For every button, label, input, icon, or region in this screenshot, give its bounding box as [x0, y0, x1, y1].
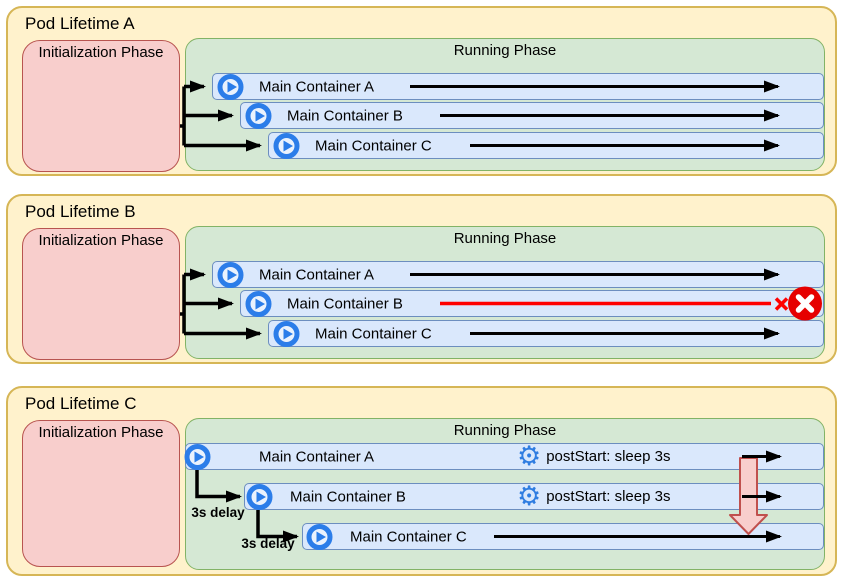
play-icon — [217, 261, 244, 288]
play-icon — [245, 102, 272, 129]
initialization-phase-box: Initialization Phase — [22, 420, 180, 567]
running-phase-label: Running Phase — [453, 422, 557, 439]
pod-lifetime-a: Pod Lifetime A Initialization Phase Runn… — [6, 6, 837, 176]
container-bar-b: Main Container B — [240, 102, 824, 129]
gear-icon: ⚙ — [517, 441, 542, 472]
pod-title-b: Pod Lifetime B — [25, 202, 136, 221]
initialization-phase-box: Initialization Phase — [22, 228, 180, 360]
container-label: Main Container B — [287, 295, 403, 312]
container-label: Main Container A — [259, 448, 375, 465]
delay-label-c: 3s delay — [241, 536, 295, 551]
container-bar-a: Main Container A — [212, 73, 824, 100]
initialization-phase-label: Initialization Phase — [38, 424, 164, 441]
container-label: Main Container C — [315, 325, 432, 342]
container-bar-b: Main Container B — [240, 290, 824, 317]
container-bar-c: Main Container C — [302, 523, 824, 550]
container-label: Main Container B — [287, 107, 403, 124]
poststart-hook-b: ⚙ postStart: sleep 3s — [517, 483, 670, 510]
initialization-phase-label: Initialization Phase — [38, 44, 164, 61]
init-trunk-line — [180, 274, 186, 334]
pod-lifetime-c: Pod Lifetime C Initialization Phase Runn… — [6, 386, 837, 576]
container-bar-c: Main Container C — [268, 132, 824, 159]
play-icon — [273, 320, 300, 347]
running-phase-label: Running Phase — [453, 42, 557, 59]
play-icon — [184, 443, 211, 470]
init-trunk-line — [180, 86, 186, 146]
play-icon — [245, 290, 272, 317]
play-icon — [273, 132, 300, 159]
delay-label-b: 3s delay — [191, 505, 245, 520]
poststart-hook-label: postStart: sleep 3s — [546, 448, 671, 465]
gear-icon: ⚙ — [517, 481, 542, 512]
pod-title-c: Pod Lifetime C — [25, 394, 137, 413]
container-label: Main Container C — [315, 137, 432, 154]
container-label: Main Container C — [350, 528, 467, 545]
initialization-phase-box: Initialization Phase — [22, 40, 180, 172]
pod-title-a: Pod Lifetime A — [25, 14, 135, 33]
running-phase-label: Running Phase — [453, 230, 557, 247]
pod-lifetime-b: Pod Lifetime B Initialization Phase Runn… — [6, 194, 837, 364]
poststart-hook-label: postStart: sleep 3s — [546, 488, 671, 505]
initialization-phase-label: Initialization Phase — [38, 232, 164, 249]
container-bar-a: Main Container A — [212, 261, 824, 288]
play-icon — [306, 523, 333, 550]
container-bar-a: Main Container A — [184, 443, 824, 470]
container-bar-c: Main Container C — [268, 320, 824, 347]
container-label: Main Container A — [259, 266, 375, 283]
container-bar-b: Main Container B — [244, 483, 824, 510]
poststart-hook-a: ⚙ postStart: sleep 3s — [517, 443, 670, 470]
container-label: Main Container A — [259, 78, 375, 95]
play-icon — [217, 73, 244, 100]
play-icon — [246, 483, 273, 510]
container-label: Main Container B — [290, 488, 406, 505]
